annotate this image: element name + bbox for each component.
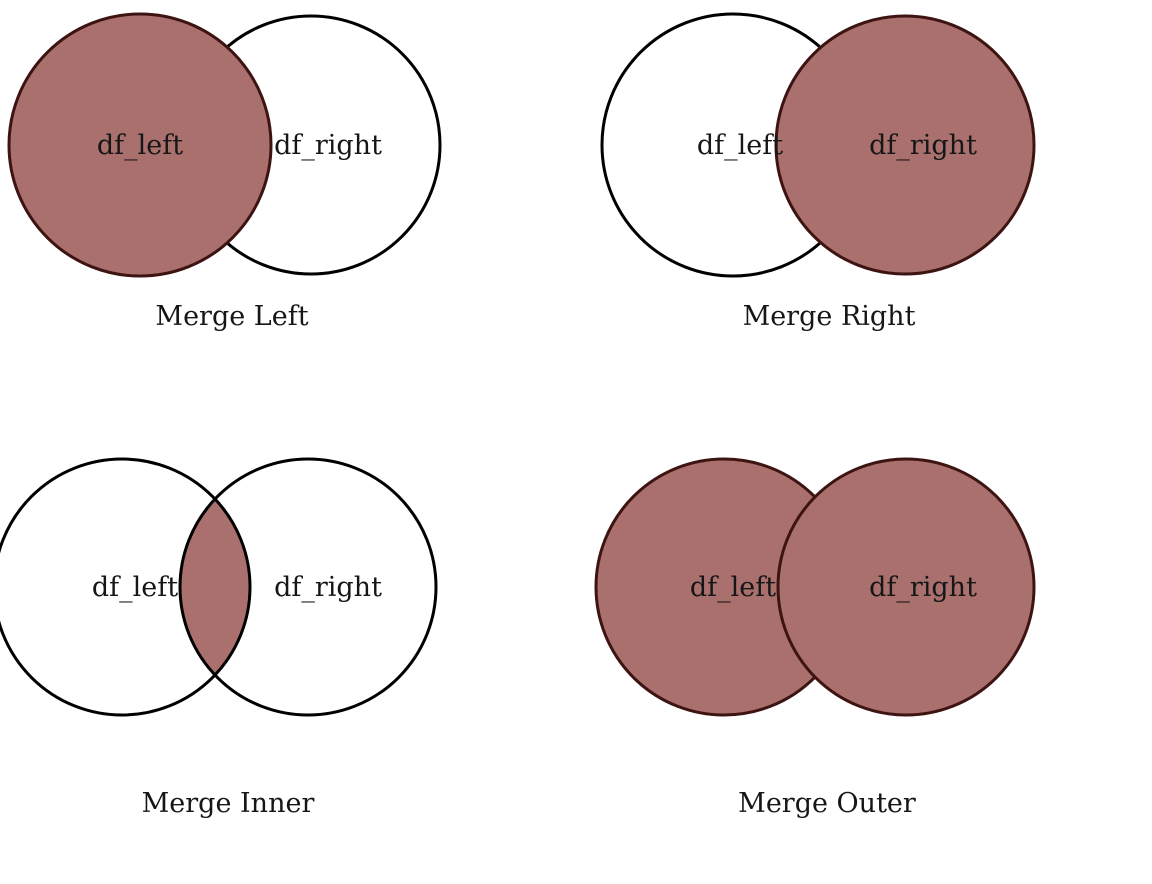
venn-svg-merge-outer: df_left df_right Merge Outer	[594, 457, 1036, 819]
venn-panel-merge-left: df_left df_right Merge Left	[0, 0, 576, 442]
caption-merge-right: Merge Right	[743, 301, 916, 332]
label-df-right: df_right	[274, 130, 382, 161]
circle-df-left	[7, 12, 273, 278]
venn-panel-merge-outer: df_left df_right Merge Outer	[576, 442, 1152, 884]
venn-panel-merge-inner: df_left df_right Merge Inner	[0, 442, 576, 884]
venn-panel-merge-right: df_left df_right Merge Right	[576, 0, 1152, 442]
label-df-left: df_left	[690, 572, 776, 603]
venn-svg-merge-inner: df_left df_right Merge Inner	[0, 457, 438, 819]
label-df-left: df_left	[697, 130, 783, 161]
label-df-right: df_right	[274, 572, 382, 603]
caption-merge-inner: Merge Inner	[142, 788, 315, 819]
label-df-right: df_right	[869, 572, 977, 603]
label-df-left: df_left	[92, 572, 178, 603]
caption-merge-outer: Merge Outer	[738, 788, 916, 819]
venn-svg-merge-left: df_left df_right Merge Left	[7, 12, 442, 332]
circle-df-left	[0, 457, 252, 717]
circle-df-right	[774, 14, 1036, 276]
caption-merge-left: Merge Left	[155, 301, 308, 332]
venn-svg-merge-right: df_left df_right Merge Right	[600, 12, 1036, 332]
label-df-left: df_left	[97, 130, 183, 161]
label-df-right: df_right	[869, 130, 977, 161]
circle-df-right	[776, 457, 1036, 717]
circle-df-right	[178, 457, 438, 717]
